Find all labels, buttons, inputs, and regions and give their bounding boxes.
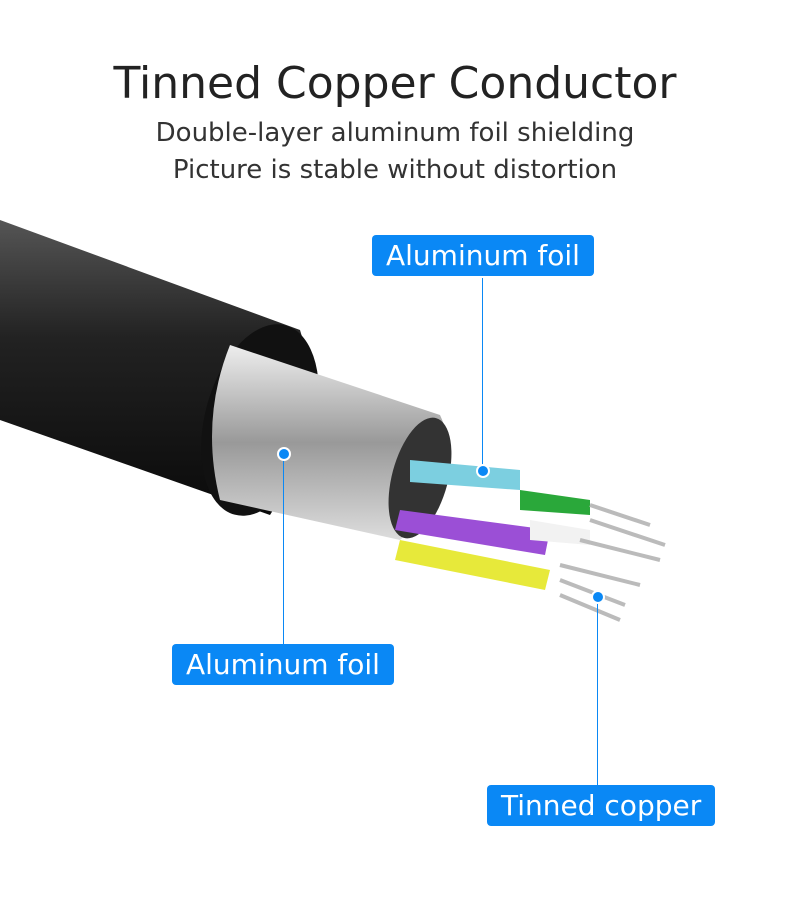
label-aluminum-foil-inner: Aluminum foil [372, 235, 594, 276]
label-aluminum-foil-outer: Aluminum foil [172, 644, 394, 685]
callout-dot-bottom [591, 590, 605, 604]
callout-line-left [283, 454, 284, 646]
callout-line-top [482, 278, 483, 468]
inner-wires [395, 460, 666, 622]
page-title: Tinned Copper Conductor [113, 58, 677, 109]
subtitle-shielding: Double-layer aluminum foil shielding [155, 118, 635, 148]
callout-line-bottom [597, 598, 598, 786]
label-tinned-copper: Tinned copper [487, 785, 716, 826]
callout-dot-left [277, 447, 291, 461]
callout-dot-top [476, 464, 490, 478]
subtitle-stability: Picture is stable without distortion [172, 155, 618, 185]
